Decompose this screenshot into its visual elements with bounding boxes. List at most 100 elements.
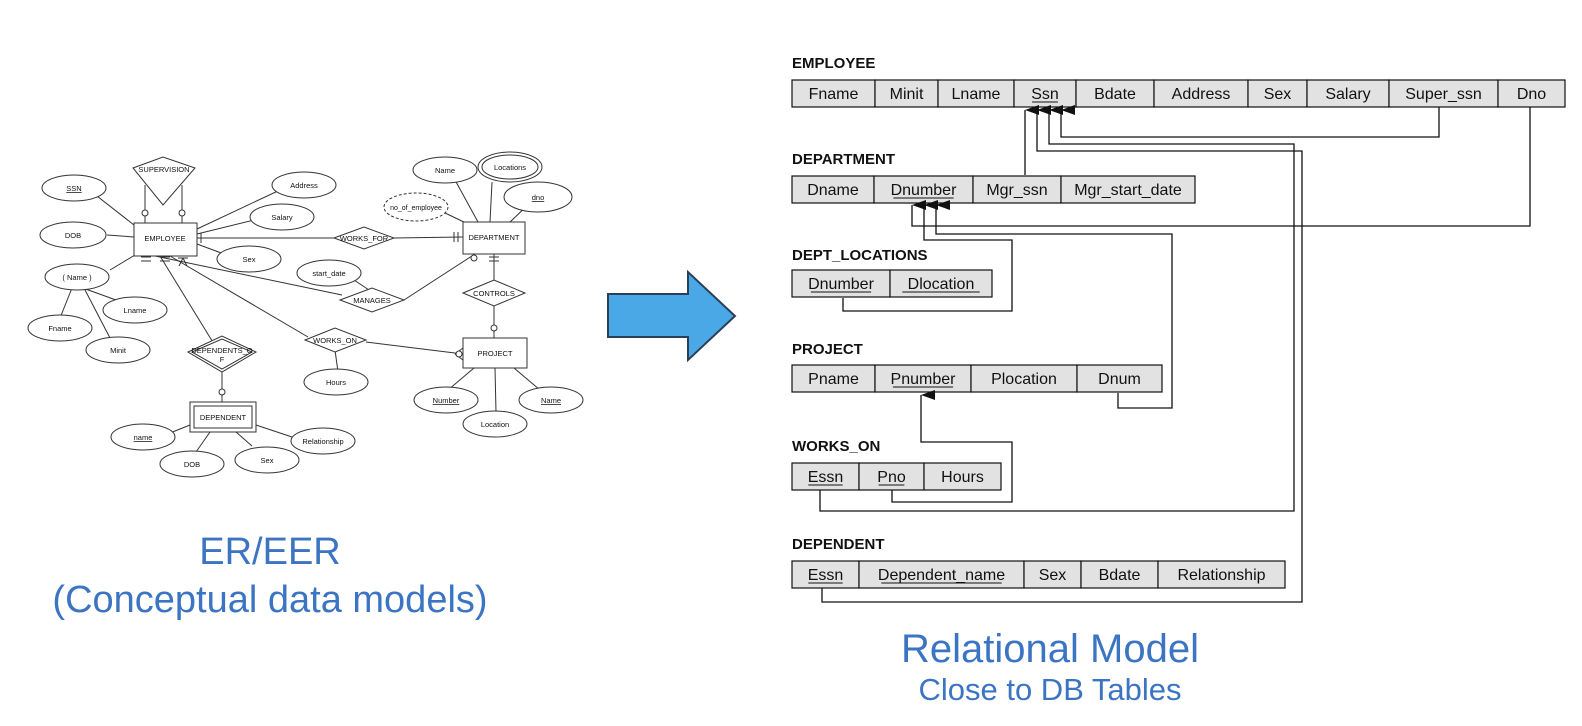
relationship-works-for bbox=[332, 226, 396, 250]
relational-caption-line1: Relational Model bbox=[901, 627, 1199, 671]
er-caption-line1: ER/EER bbox=[199, 531, 341, 573]
column-dnum: Dnum bbox=[1098, 371, 1141, 388]
column-fname: Fname bbox=[809, 86, 859, 103]
table-dept-locations: DEPT_LOCATIONS Dnumber Dlocation bbox=[791, 247, 993, 298]
column-pname: Pname bbox=[808, 371, 859, 388]
column-dependent-name: Dependent_name bbox=[878, 567, 1005, 584]
relationship-manages bbox=[338, 287, 406, 313]
relational-caption-line2: Close to DB Tables bbox=[918, 672, 1182, 707]
attr-dep-dob bbox=[159, 450, 225, 478]
attr-dep-sex bbox=[234, 446, 300, 474]
column-address: Address bbox=[1172, 86, 1231, 103]
er-diagram: EMPLOYEE DEPARTMENT PROJECT DEPENDENT SU… bbox=[27, 151, 584, 478]
column-essn: Essn bbox=[808, 469, 844, 486]
er-cardinality-marks bbox=[141, 209, 499, 396]
relationship-controls bbox=[461, 279, 527, 307]
label-employee: EMPLOYEE bbox=[144, 234, 185, 243]
label-salary: Salary bbox=[271, 213, 293, 222]
label-sex: Sex bbox=[243, 255, 256, 264]
cell-dependent-bdate bbox=[1080, 560, 1159, 589]
label-dep-name: name bbox=[134, 433, 153, 442]
column-dname: Dname bbox=[807, 182, 859, 199]
column-relationship: Relationship bbox=[1177, 567, 1265, 584]
table-name-dept-locations: DEPT_LOCATIONS bbox=[792, 247, 928, 264]
label-proj-location: Location bbox=[481, 420, 509, 429]
label-dno: dno bbox=[532, 193, 545, 202]
label-works-for: WORKS_FOR bbox=[340, 234, 389, 243]
er-relationships bbox=[132, 156, 527, 373]
cell-dependent-sex bbox=[1023, 560, 1082, 589]
column-dlocation: Dlocation bbox=[908, 276, 975, 293]
label-dependents-of-1: DEPENDENTS_O bbox=[191, 346, 252, 355]
table-name-employee: EMPLOYEE bbox=[792, 55, 875, 72]
attr-dep-name bbox=[110, 423, 176, 451]
cell-department-mgr-start-date bbox=[1060, 175, 1196, 204]
column-super-ssn: Super_ssn bbox=[1405, 86, 1482, 103]
column-lname: Lname bbox=[952, 86, 1001, 103]
cell-employee-sex bbox=[1247, 79, 1308, 108]
attr-proj-name bbox=[518, 386, 584, 414]
cell-employee-dno bbox=[1497, 79, 1566, 108]
label-address: Address bbox=[290, 181, 318, 190]
foreign-key-connectors bbox=[819, 105, 1531, 603]
label-start-date: start_date bbox=[312, 269, 345, 278]
label-supervision: SUPERVISION bbox=[138, 165, 189, 174]
cell-employee-super-ssn bbox=[1388, 79, 1499, 108]
column-pno: Pno bbox=[877, 469, 906, 486]
entity-employee bbox=[133, 222, 198, 257]
label-dependents-of-2: F bbox=[220, 355, 225, 364]
cell-project-dnum bbox=[1076, 364, 1163, 393]
attr-lname bbox=[102, 296, 168, 324]
column-dno: Dno bbox=[1517, 86, 1546, 103]
entity-project bbox=[462, 337, 528, 369]
cell-employee-fname bbox=[791, 79, 876, 108]
label-controls: CONTROLS bbox=[473, 289, 515, 298]
fk-dno bbox=[911, 107, 1531, 227]
attr-no-of-employee bbox=[383, 192, 449, 222]
er-labels: EMPLOYEE DEPARTMENT PROJECT DEPENDENT SU… bbox=[48, 163, 561, 469]
fk-dnum bbox=[935, 200, 1173, 409]
er-connectors bbox=[59, 179, 541, 453]
attr-fname bbox=[27, 314, 93, 342]
cell-project-pname bbox=[791, 364, 876, 393]
column-minit: Minit bbox=[890, 86, 924, 103]
fk-pno bbox=[891, 390, 1013, 503]
cell-dependent-relationship bbox=[1157, 560, 1286, 589]
relationship-supervision bbox=[132, 156, 196, 206]
label-fname: Fname bbox=[48, 324, 71, 333]
attr-proj-location bbox=[462, 410, 528, 438]
column-pnumber: Pnumber bbox=[891, 371, 957, 388]
er-caption-line2: (Conceptual data models) bbox=[52, 579, 488, 621]
relational-caption: Relational Model Close to DB Tables bbox=[820, 626, 1280, 708]
label-relationship: Relationship bbox=[302, 437, 343, 446]
cell-employee-lname bbox=[937, 79, 1015, 108]
column-dnumber: Dnumber bbox=[808, 276, 874, 293]
label-dep-sex: Sex bbox=[261, 456, 274, 465]
attr-dob bbox=[39, 221, 107, 249]
er-attributes bbox=[27, 151, 584, 478]
column-mgr-ssn: Mgr_ssn bbox=[986, 182, 1047, 199]
fk-super-ssn bbox=[1060, 105, 1440, 138]
attr-relationship bbox=[290, 427, 356, 455]
label-manages: MANAGES bbox=[353, 296, 391, 305]
attr-salary bbox=[249, 203, 315, 231]
label-hours: Hours bbox=[326, 378, 346, 387]
attr-hours bbox=[303, 368, 369, 396]
table-name-works-on: WORKS_ON bbox=[792, 438, 880, 455]
attr-address bbox=[271, 171, 337, 199]
attr-start-date bbox=[296, 259, 362, 287]
column-sex: Sex bbox=[1039, 567, 1067, 584]
label-lname: Lname bbox=[124, 306, 147, 315]
table-name-department: DEPARTMENT bbox=[792, 151, 895, 168]
label-department: DEPARTMENT bbox=[469, 233, 520, 242]
label-dob: DOB bbox=[65, 231, 81, 240]
label-project: PROJECT bbox=[477, 349, 512, 358]
attr-minit bbox=[85, 336, 151, 364]
label-name: ( Name ) bbox=[62, 273, 92, 282]
column-dnumber: Dnumber bbox=[891, 182, 957, 199]
attr-sex bbox=[216, 245, 282, 273]
